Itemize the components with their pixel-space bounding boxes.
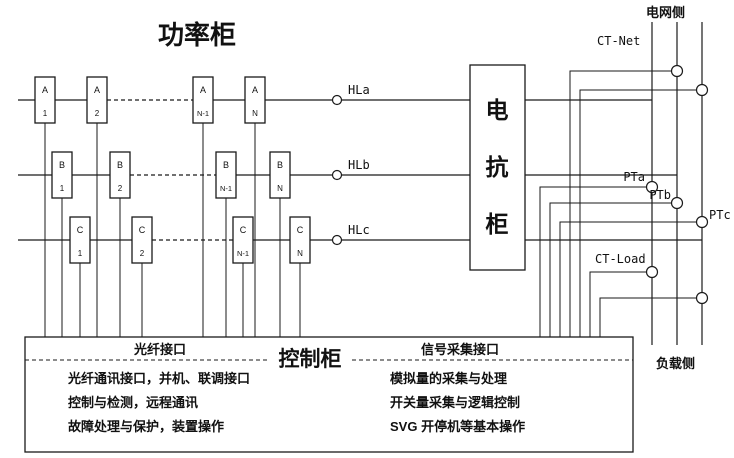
fiber-interface-header: 光纤接口	[133, 342, 186, 357]
hlb-label: HLb	[348, 158, 370, 172]
fiber-line-2: 控制与检测，远程通讯	[68, 395, 198, 410]
module-unit-label: 1	[78, 249, 83, 258]
module-phase-label: C	[77, 225, 84, 235]
module-fiber-lines	[44, 123, 301, 337]
reactor-cabinet: 电 抗 柜	[469, 64, 526, 271]
module-unit-label: 2	[118, 184, 123, 193]
hla-node	[331, 94, 343, 106]
module-box-c2: C 2	[131, 216, 153, 264]
reactor-label-char-2: 抗	[486, 154, 509, 180]
module-box-an-1: A N-1	[192, 76, 214, 124]
module-phase-label: B	[223, 160, 229, 170]
pta-node	[645, 180, 659, 194]
hlc-label: HLc	[348, 223, 370, 237]
ct-net-label: CT-Net	[597, 34, 640, 48]
module-box-c1: C 1	[69, 216, 91, 264]
ptc-node	[695, 215, 709, 229]
reactor-label-char-3: 柜	[486, 211, 509, 237]
fiber-line-3: 故障处理与保护，装置操作	[68, 419, 224, 434]
module-phase-label: B	[117, 160, 123, 170]
pta-label: PTa	[623, 170, 645, 184]
module-phase-label: C	[240, 225, 247, 235]
load-side-label: 负载侧	[656, 356, 695, 371]
module-phase-label: A	[200, 85, 206, 95]
grid-side-label: 电网侧	[646, 5, 685, 20]
module-phase-label: C	[139, 225, 146, 235]
signal-line-1: 模拟量的采集与处理	[390, 371, 507, 386]
module-phase-label: C	[297, 225, 304, 235]
ct-load-label: CT-Load	[595, 252, 646, 266]
module-unit-label: N	[252, 109, 258, 118]
module-unit-label: 1	[60, 184, 65, 193]
module-box-bn-1: B N-1	[215, 151, 237, 199]
reactor-to-grid-lines	[525, 99, 702, 241]
control-cabinet-title: 控制柜	[279, 347, 342, 371]
module-box-b2: B 2	[109, 151, 131, 199]
control-cabinet-box	[24, 336, 634, 453]
power-cabinet-title: 功率柜	[158, 20, 236, 50]
module-unit-label: N-1	[237, 249, 249, 258]
signal-line-2: 开关量采集与逻辑控制	[390, 395, 520, 410]
reactor-label-char-1: 电	[486, 97, 509, 123]
pt-sensors: PTa PTb PTc	[623, 170, 731, 229]
module-unit-label: 1	[43, 109, 48, 118]
module-box-a1: A 1	[34, 76, 56, 124]
ptb-label: PTb	[649, 188, 671, 202]
module-unit-label: N-1	[220, 184, 232, 193]
hla-label: HLa	[348, 83, 370, 97]
bus-point-hla: HLa	[331, 83, 370, 106]
ct-load-node-1	[645, 265, 659, 279]
module-unit-label: N-1	[197, 109, 209, 118]
ct-load-sensor: CT-Load	[595, 252, 709, 305]
module-unit-label: 2	[140, 249, 145, 258]
signal-acquisition-lines	[539, 70, 702, 337]
module-phase-label: A	[94, 85, 100, 95]
module-unit-label: 2	[95, 109, 100, 118]
bus-point-hlb: HLb	[331, 158, 370, 181]
module-phase-label: B	[277, 160, 283, 170]
module-box-cn: C N	[289, 216, 311, 264]
module-phase-label: A	[42, 85, 48, 95]
module-box-b1: B 1	[51, 151, 73, 199]
fiber-line-1: 光纤通讯接口，并机、联调接口	[67, 371, 250, 386]
hlc-node	[331, 234, 343, 246]
ct-load-node-2	[695, 291, 709, 305]
module-phase-label: B	[59, 160, 65, 170]
module-box-bn: B N	[269, 151, 291, 199]
module-box-an: A N	[244, 76, 266, 124]
control-cabinet: 光纤接口 信号采集接口 控制柜 光纤通讯接口，并机、联调接口 控制与检测，远程通…	[24, 336, 634, 453]
module-box-a2: A 2	[86, 76, 108, 124]
bus-point-hlc: HLc	[331, 223, 370, 246]
reactor-cabinet-box	[469, 64, 526, 271]
signal-interface-header: 信号采集接口	[421, 342, 499, 357]
module-phase-label: A	[252, 85, 258, 95]
module-unit-label: N	[277, 184, 283, 193]
ptc-label: PTc	[709, 208, 731, 222]
hlb-node	[331, 169, 343, 181]
ct-net-node-2	[695, 83, 709, 97]
signal-line-3: SVG 开停机等基本操作	[390, 419, 525, 434]
phase-bus-lines	[18, 99, 470, 241]
ct-net-sensor: CT-Net	[597, 34, 709, 97]
ct-net-node-1	[670, 64, 684, 78]
module-box-cn-1: C N-1	[232, 216, 254, 264]
ptb-node	[670, 196, 684, 210]
module-unit-label: N	[297, 249, 303, 258]
